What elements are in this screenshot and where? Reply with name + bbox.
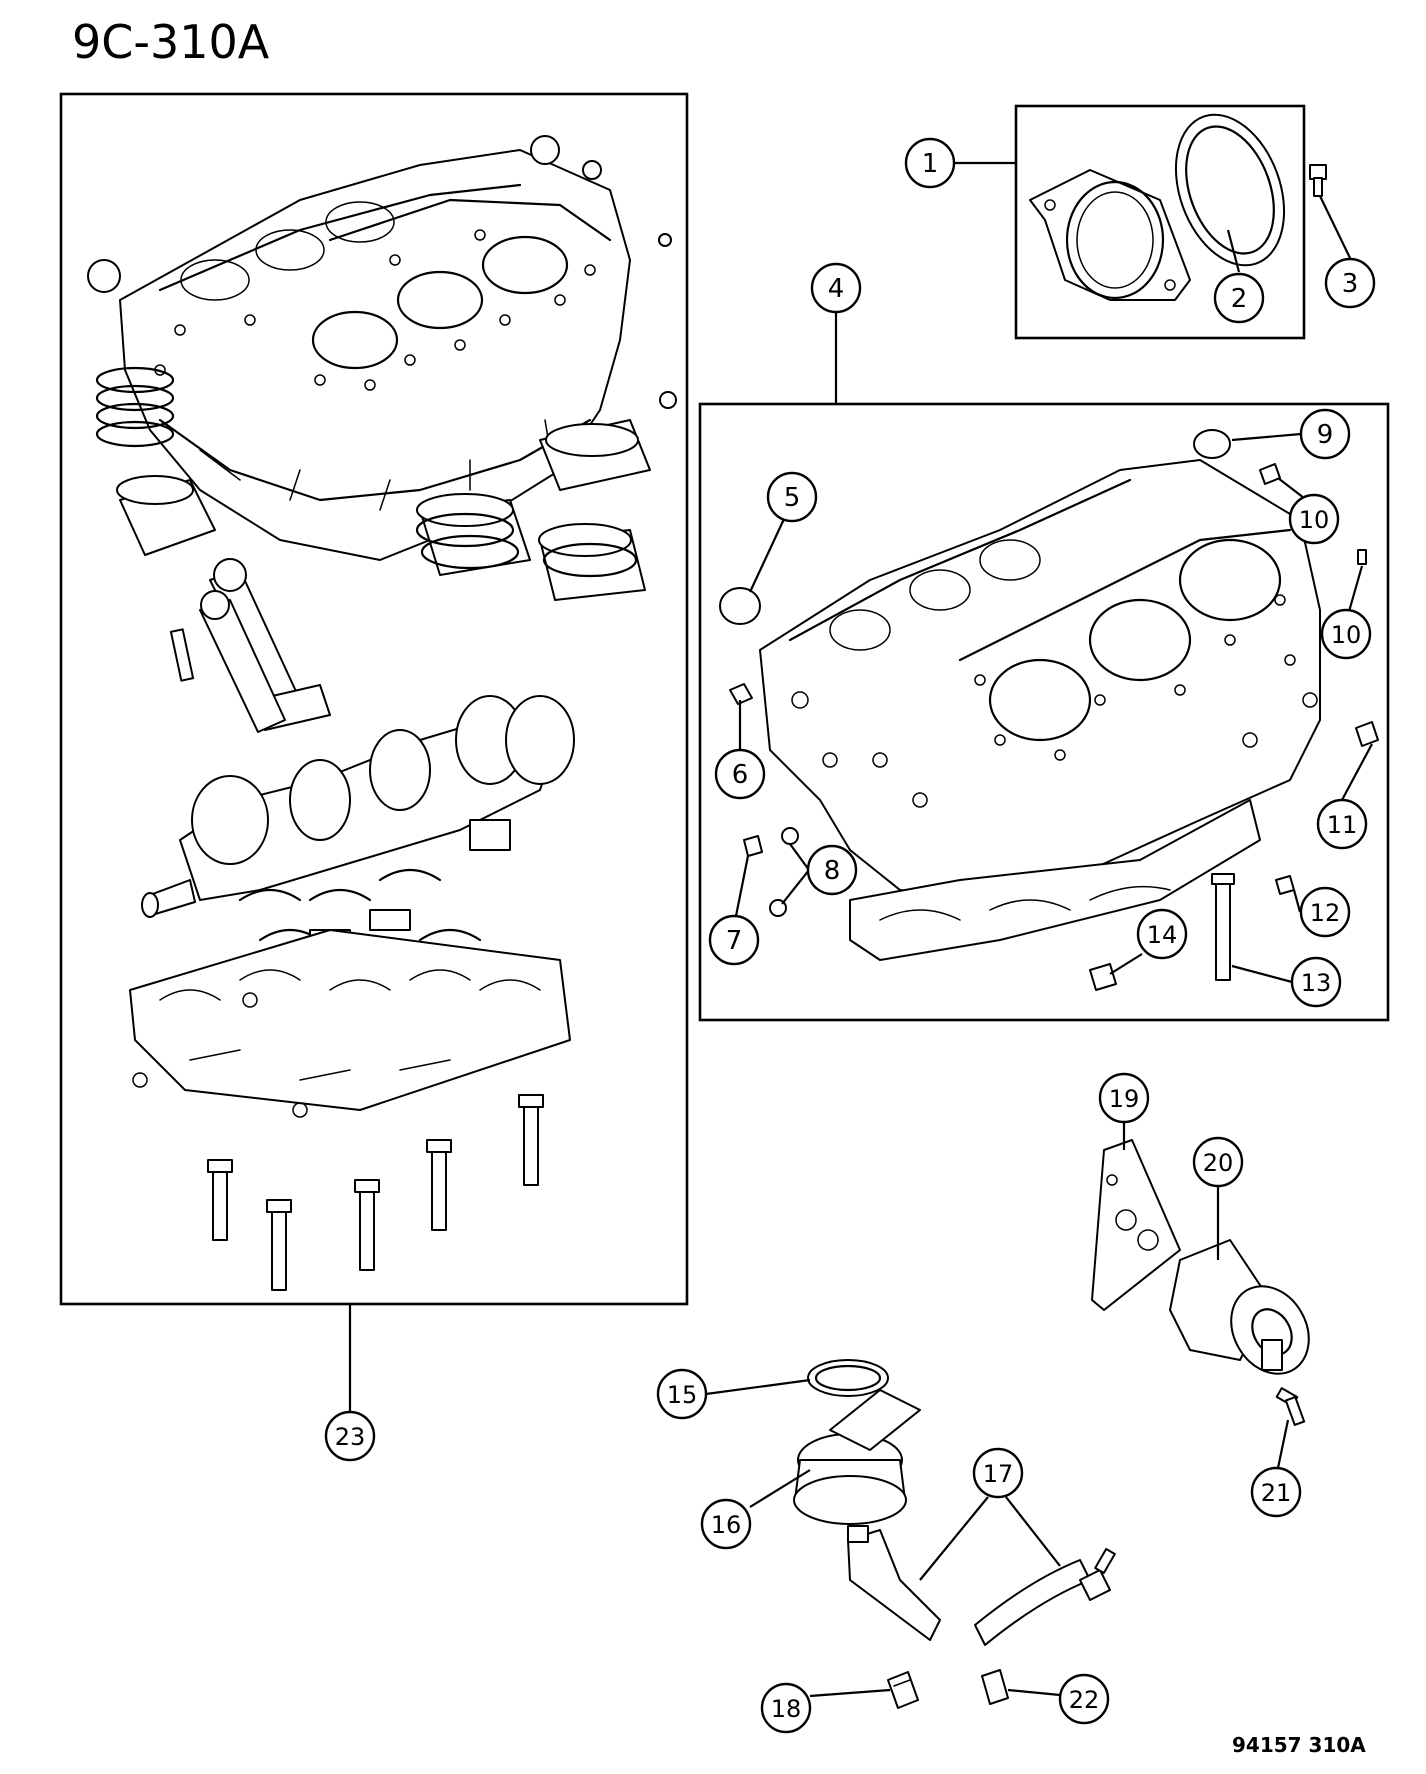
stud-13 — [1211, 873, 1235, 981]
svg-text:10: 10 — [1299, 506, 1330, 534]
svg-text:8: 8 — [824, 856, 841, 886]
bracket-22 — [981, 1669, 1009, 1705]
svg-text:20: 20 — [1203, 1149, 1234, 1177]
tensioner-part — [1079, 1547, 1116, 1601]
svg-text:6: 6 — [732, 760, 749, 790]
svg-text:14: 14 — [1147, 921, 1178, 949]
svg-text:1: 1 — [922, 149, 939, 179]
callout-17: 17 — [972, 1447, 1024, 1499]
svg-text:2: 2 — [1231, 284, 1248, 314]
callout-1: 1 — [904, 137, 956, 189]
gasket-19 — [1091, 1139, 1181, 1311]
svg-text:12: 12 — [1310, 899, 1341, 927]
plug-8a — [781, 827, 799, 845]
callout-8: 8 — [806, 844, 858, 896]
callout-18: 18 — [760, 1682, 812, 1734]
timing-guide-17a — [847, 1525, 941, 1641]
retainer-bolt — [1309, 164, 1327, 197]
callout-10-lower: 11 — [1316, 798, 1368, 850]
svg-text:5: 5 — [784, 483, 801, 513]
svg-text:7: 7 — [726, 926, 743, 956]
svg-text:3: 3 — [1342, 269, 1359, 299]
rear-seal-retainer-drawing — [1029, 169, 1191, 301]
rear-main-seal — [1174, 113, 1286, 267]
timing-guide-17b — [974, 1559, 1091, 1646]
callout-4: 4 — [810, 262, 862, 314]
svg-text:18: 18 — [771, 1695, 802, 1723]
bolt-21 — [1275, 1387, 1306, 1426]
diagram-code: 94157 310A — [1232, 1733, 1366, 1757]
callout-5: 5 — [766, 471, 818, 523]
callout-20: 20 — [1192, 1136, 1244, 1188]
callout-11: 10 — [1320, 608, 1372, 660]
svg-text:13: 13 — [1301, 969, 1332, 997]
callout-7: 7 — [708, 914, 760, 966]
engine-block-box — [698, 402, 1390, 1022]
callout-23: 23 — [324, 1410, 376, 1462]
dowel-11 — [1357, 549, 1367, 565]
sensor-14 — [1089, 963, 1117, 991]
svg-text:4: 4 — [828, 274, 845, 304]
short-block-assembly-box — [59, 92, 689, 1306]
rear-seal-retainer-box — [1014, 104, 1306, 340]
callout-9: 9 — [1299, 408, 1351, 460]
oil-pump-pickup-16 — [793, 1389, 921, 1525]
callout-14: 14 — [1136, 908, 1188, 960]
callout-2: 2 — [1213, 272, 1265, 324]
engine-block-drawing — [759, 459, 1321, 961]
svg-text:17: 17 — [983, 1460, 1014, 1488]
svg-text:16: 16 — [711, 1511, 742, 1539]
core-plug-large — [719, 587, 761, 625]
bracket-18 — [887, 1671, 919, 1709]
callout-10-upper: 10 — [1288, 493, 1340, 545]
svg-text:10: 10 — [1331, 621, 1362, 649]
callout-13: 13 — [1290, 956, 1342, 1008]
svg-text:15: 15 — [667, 1381, 698, 1409]
diagram-title: 9C-310A — [72, 15, 270, 69]
plug-12 — [1275, 875, 1295, 895]
svg-text:19: 19 — [1109, 1085, 1140, 1113]
dowel-7 — [743, 835, 763, 857]
callout-19: 19 — [1098, 1072, 1150, 1124]
callout-21: 21 — [1250, 1466, 1302, 1518]
svg-text:11: 11 — [1327, 811, 1358, 839]
svg-text:23: 23 — [335, 1423, 366, 1451]
plug-6 — [729, 683, 753, 705]
svg-text:21: 21 — [1261, 1479, 1292, 1507]
cup-plug-9 — [1193, 429, 1231, 459]
callout-15: 15 — [656, 1368, 708, 1420]
plug-10b — [1355, 721, 1379, 747]
leader-lines — [348, 161, 1373, 1698]
callout-16: 16 — [700, 1498, 752, 1550]
short-block-drawing — [87, 135, 677, 1291]
svg-text:22: 22 — [1069, 1686, 1100, 1714]
callout-6: 6 — [714, 748, 766, 800]
oil-filter-adapter-20 — [1169, 1239, 1310, 1375]
callout-3: 3 — [1324, 257, 1376, 309]
plug-10a — [1259, 463, 1281, 485]
callout-22: 22 — [1058, 1673, 1110, 1725]
callout-12: 12 — [1299, 886, 1351, 938]
svg-text:9: 9 — [1317, 420, 1334, 450]
oring-15 — [807, 1359, 889, 1397]
